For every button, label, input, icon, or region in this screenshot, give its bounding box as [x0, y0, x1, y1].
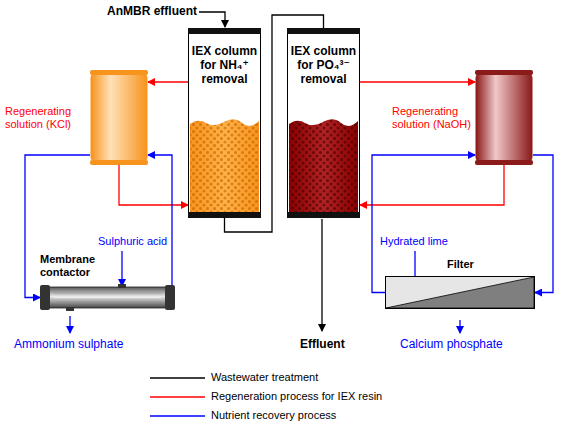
effluent-line — [321, 219, 322, 331]
tank-shape — [475, 70, 533, 165]
flow-connector — [148, 81, 188, 82]
process-unit: Membrane contactor — [40, 253, 175, 311]
unit-label: Filter — [385, 258, 535, 271]
unit-label-text: Filter — [447, 258, 535, 271]
unit-shape — [40, 284, 175, 311]
regeneration-tank: Regenerating solution (KCl) — [5, 70, 148, 165]
flow-connector — [360, 81, 475, 82]
outlet-label: Effluent — [300, 337, 345, 351]
legend-text: Nutrient recovery process — [211, 409, 336, 421]
legend-text: Wastewater treatment — [211, 371, 318, 383]
flow-connector — [119, 165, 188, 205]
tank-label: Regenerating solution (NaOH) — [392, 105, 472, 131]
legend-line — [150, 377, 205, 379]
flow-connector — [533, 155, 553, 293]
tank-label-text: Regenerating solution (NaOH) — [392, 105, 472, 131]
column-title: IEX column for PO₄³⁻ removal — [287, 28, 360, 86]
tank-label: Regenerating solution (KCl) — [5, 105, 87, 131]
legend-line — [150, 415, 205, 417]
tank-shape — [90, 70, 148, 165]
tank-drawing — [90, 70, 148, 165]
unit-label-text: Membrane contactor — [40, 253, 110, 279]
product-label: Ammonium sulphate — [14, 337, 123, 351]
unit-label: Membrane contactor — [40, 253, 175, 279]
process-unit: Filter — [385, 258, 535, 309]
filter-drawing — [385, 276, 535, 309]
flow-connector — [360, 165, 504, 205]
acid-line — [121, 251, 122, 286]
contactor-drawing — [40, 284, 175, 311]
reagent-label: Sulphuric acid — [98, 235, 167, 247]
ion-exchange-column: IEX column for NH₄⁺ removal — [188, 28, 261, 218]
regeneration-tank: Regenerating solution (NaOH) — [392, 70, 533, 165]
legend-line — [150, 396, 205, 398]
inlet-label: AnMBR effluent — [107, 4, 197, 18]
tank-drawing — [475, 70, 533, 165]
product-label: Calcium phosphate — [400, 337, 503, 351]
unit-shape — [385, 276, 535, 309]
product-line — [459, 320, 460, 333]
feed-line — [199, 12, 225, 27]
legend-text: Regeneration process for IEX resin — [211, 390, 382, 402]
reagent-label: Hydrated lime — [380, 235, 448, 247]
column-title: IEX column for NH₄⁺ removal — [188, 28, 261, 86]
flow-connector — [148, 155, 175, 298]
ion-exchange-column: IEX column for PO₄³⁻ removal — [287, 28, 360, 218]
flow-connector — [372, 155, 475, 293]
product-line — [69, 316, 70, 333]
tank-label-text: Regenerating solution (KCl) — [5, 105, 87, 131]
